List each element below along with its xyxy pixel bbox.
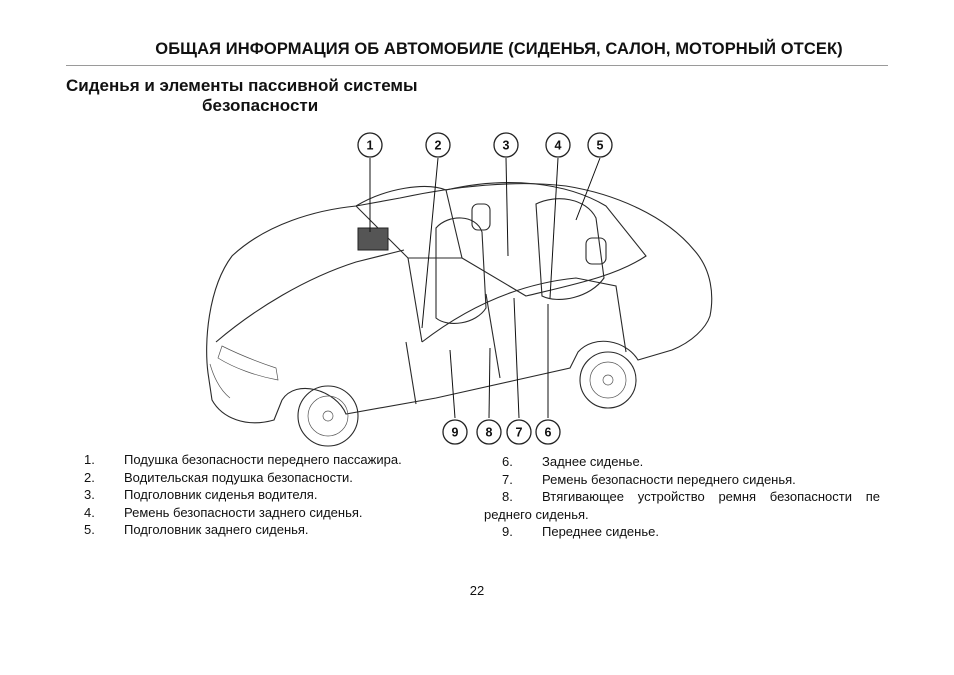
legend-num: 5.	[84, 522, 95, 537]
leader-5	[575, 157, 601, 221]
legend-item-2: 2. Водительская подушка безопасности.	[84, 469, 444, 487]
legend-num: 6.	[502, 454, 513, 469]
car-door-line	[405, 277, 627, 405]
svg-text:2: 2	[435, 139, 442, 153]
legend-right: 6. Заднее сиденье. 7. Ремень безопасност…	[484, 453, 880, 541]
legend-text: Водительская подушка безопасности.	[124, 469, 353, 485]
legend-text: Переднее сиденье.	[542, 524, 659, 539]
svg-text:1: 1	[367, 139, 374, 153]
callout-1: 1	[357, 132, 383, 158]
car-grille	[209, 363, 231, 399]
rear-wheel	[579, 351, 637, 409]
leader-3	[505, 157, 509, 257]
svg-text:4: 4	[555, 139, 562, 153]
leader-8	[488, 347, 491, 419]
legend-text: Втягивающее устройство ремня безопасност…	[542, 489, 880, 504]
leader-7	[513, 297, 520, 419]
callout-2: 2	[425, 132, 451, 158]
legend-left: 1. Подушка безопасности переднего пассаж…	[84, 451, 444, 539]
legend-text: Подушка безопасности переднего пассажира…	[124, 452, 402, 467]
legend-text: Ремень безопасности переднего сиденья.	[542, 471, 796, 487]
legend-num: 3.	[84, 487, 95, 502]
svg-text:3: 3	[503, 139, 510, 153]
rear-seat-shape	[535, 198, 605, 300]
legend-text-continuation: реднего сиденья.	[484, 506, 589, 522]
section-title-line1: Сиденья и элементы пассивной системы	[66, 76, 418, 95]
car-windshield	[355, 185, 463, 259]
driver-headrest-shape	[471, 203, 491, 231]
legend-num: 2.	[84, 469, 95, 485]
svg-text:6: 6	[545, 426, 552, 440]
legend-item-9: 9. Переднее сиденье.	[484, 523, 880, 541]
callout-7: 7	[506, 419, 532, 445]
legend-num: 4.	[84, 504, 95, 520]
page-header: ОБЩАЯ ИНФОРМАЦИЯ ОБ АВТОМОБИЛЕ (СИДЕНЬЯ,…	[155, 40, 843, 58]
front-wheel	[297, 385, 359, 447]
callout-8: 8	[476, 419, 502, 445]
svg-text:7: 7	[516, 426, 523, 440]
callout-4: 4	[545, 132, 571, 158]
leader-9	[449, 349, 456, 419]
svg-text:9: 9	[452, 426, 459, 440]
svg-text:8: 8	[486, 426, 493, 440]
legend-item-3: 3. Подголовник сиденья водителя.	[84, 486, 444, 504]
front-seat-shape	[435, 217, 487, 324]
legend-item-5: 5. Подголовник заднего сиденья.	[84, 521, 444, 539]
rear-headrest-shape	[585, 237, 607, 265]
car-body-outline	[206, 183, 713, 424]
legend-num: 1.	[84, 452, 95, 467]
legend-item-8: 8. Втягивающее устройство ремня безопасн…	[484, 488, 880, 523]
leader-4	[549, 157, 559, 299]
section-title: Сиденья и элементы пассивной системы без…	[66, 76, 466, 116]
callout-3: 3	[493, 132, 519, 158]
legend-text: Заднее сиденье.	[542, 454, 644, 469]
callout-6: 6	[535, 419, 561, 445]
legend-item-1: 1. Подушка безопасности переднего пассаж…	[84, 451, 444, 469]
car-illustration: 1 2 3 4 5 9 8 7	[206, 132, 713, 447]
legend-num: 7.	[502, 471, 513, 487]
header-rule	[66, 65, 888, 66]
legend-item-4: 4. Ремень безопасности заднего сиденья.	[84, 504, 444, 522]
legend-text: Подголовник сиденья водителя.	[124, 487, 318, 502]
callout-5: 5	[587, 132, 613, 158]
leader-2	[421, 157, 439, 329]
callout-9: 9	[442, 419, 468, 445]
legend-item-7: 7. Ремень безопасности переднего сиденья…	[484, 471, 880, 489]
legend-num: 8.	[502, 489, 513, 504]
legend-text: Ремень безопасности заднего сиденья.	[124, 504, 363, 520]
legend-item-6: 6. Заднее сиденье.	[484, 453, 880, 471]
car-headlight	[217, 345, 279, 381]
section-title-line2: безопасности	[202, 96, 319, 115]
car-hood	[215, 205, 423, 343]
legend-text: Подголовник заднего сиденья.	[124, 522, 309, 537]
passenger-airbag-patch	[357, 227, 389, 251]
page-number: 22	[469, 583, 485, 598]
legend-num: 9.	[502, 524, 513, 539]
car-interior-figure: 1 2 3 4 5 9 8 7	[186, 128, 726, 448]
svg-text:5: 5	[597, 139, 604, 153]
car-roof	[445, 182, 647, 297]
